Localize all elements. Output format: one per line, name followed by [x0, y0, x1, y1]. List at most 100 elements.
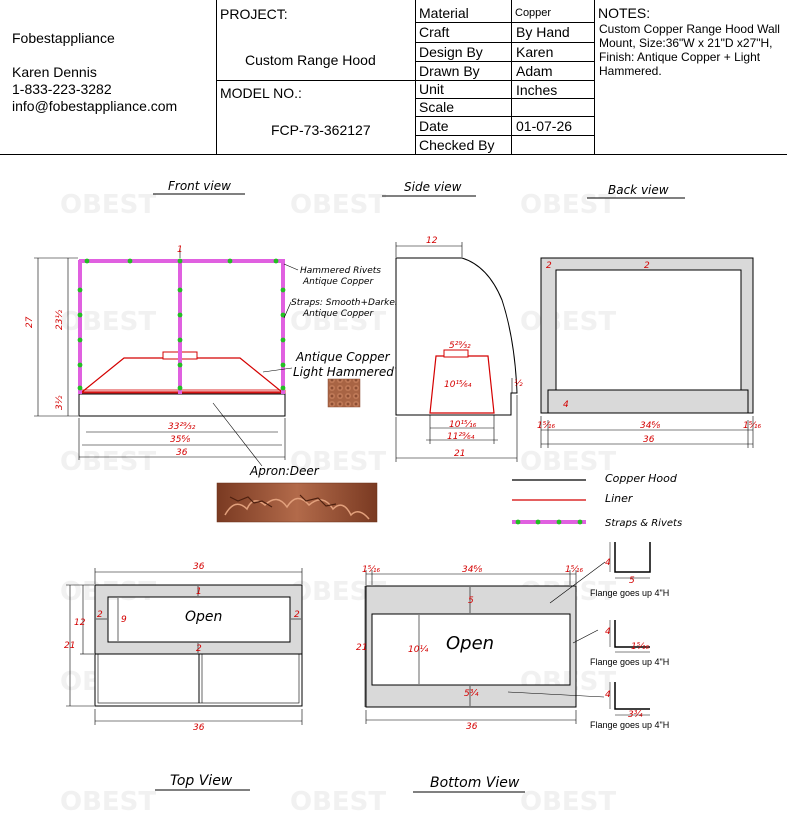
dim-back-mid: 34⁶⁄₈ — [640, 421, 661, 431]
dim-top-depth-inner: 12 — [74, 618, 86, 628]
bottom-open-label: Open — [446, 633, 494, 654]
flange-2-note: Flange goes up 4"H — [590, 657, 669, 667]
drawing-sheet: OBEST OBEST OBEST OBEST OBEST OBEST OBES… — [25, 179, 761, 817]
dim-bottom-front: 5 — [468, 596, 474, 606]
callout-straps: Straps: Smooth+Darker — [291, 298, 400, 308]
callout-rivets: Hammered Rivets — [300, 266, 381, 276]
front-view: 1 27 23½ 3½ 33²⁹⁄₃₂ 35⁶⁄₈ 36 Hammered Ri… — [25, 245, 441, 523]
dim-top-open-d: 9 — [121, 615, 127, 625]
flange-3-height: 4 — [605, 690, 611, 700]
spec-label-material: Material — [419, 5, 469, 21]
rivets — [77, 258, 286, 391]
contact-email: info@fobestappliance.com — [12, 98, 178, 114]
company-name: Fobestappliance — [12, 30, 115, 46]
dim-back-top: 2 — [644, 261, 650, 271]
dim-top-width: 36 — [193, 562, 205, 572]
watermark: OBEST — [520, 447, 616, 477]
legend-straps-label: Straps & Rivets — [605, 518, 682, 529]
dim-top-rail: 1 — [196, 587, 202, 597]
callout-finish-2: Light Hammered — [293, 365, 394, 379]
dim-front-apron: 3½ — [55, 395, 65, 410]
dim-front-height: 27 — [25, 316, 35, 328]
flange-1-width: 5 — [629, 576, 635, 586]
watermark: OBEST — [60, 307, 156, 337]
dim-bottom-left: 1⁵⁄₁₆ — [362, 565, 380, 575]
dim-side-liner-top: 5²⁹⁄₃₂ — [449, 341, 471, 351]
top-open-label: Open — [185, 609, 222, 625]
dim-back-side: 2 — [546, 261, 552, 271]
dim-bottom-open-d: 10¼ — [408, 645, 428, 655]
contact-phone: 1-833-223-3282 — [12, 81, 112, 97]
spec-value-date: 01-07-26 — [516, 118, 573, 134]
top-view: 36 21 12 1 2 9 2 2 36 Open — [64, 562, 303, 733]
spec-value-unit: Inches — [516, 82, 558, 98]
top-view-title: Top View — [170, 773, 233, 789]
dim-front-total: 36 — [176, 448, 188, 458]
apron-deer-swatch — [216, 482, 378, 523]
callout-straps-finish: Antique Copper — [302, 309, 374, 319]
back-view-title: Back view — [608, 183, 669, 197]
project-value: Custom Range Hood — [245, 52, 376, 68]
callout-finish: Antique Copper — [295, 350, 391, 364]
spec-label-unit: Unit — [419, 81, 444, 97]
spec-label-drawn: Drawn By — [419, 63, 480, 79]
dim-top-rail-b: 2 — [196, 644, 202, 654]
dim-bottom-mid: 34⁶⁄₈ — [462, 565, 483, 575]
title-block: Fobestappliance Karen Dennis 1-833-223-3… — [0, 0, 787, 155]
bottom-view: 1⁵⁄₁₆ 34⁶⁄₈ 1⁵⁄₁₆ 21 5 10¼ 5¾ 36 Open — [356, 561, 606, 732]
flange-3-note: Flange goes up 4"H — [590, 720, 669, 730]
dim-bottom-back: 5¾ — [464, 689, 479, 699]
legend: Copper Hood Liner Straps & Rivets — [512, 472, 682, 529]
dim-back-right: 1⁵⁄₁₆ — [743, 421, 761, 431]
side-view-title: Side view — [404, 180, 462, 194]
spec-label-checked: Checked By — [419, 137, 495, 153]
dim-top-bottom-w: 36 — [193, 723, 205, 733]
flange-1-note: Flange goes up 4"H — [590, 588, 669, 598]
dim-side-liner-h: 10¹⁵⁄₆₄ — [444, 380, 472, 390]
dim-front-liner: 35⁶⁄₈ — [170, 435, 191, 445]
flange-2-width: 1⁵⁄₁₆ — [631, 642, 649, 652]
legend-liner-label: Liner — [605, 492, 634, 505]
watermark: OBEST — [60, 447, 156, 477]
watermark: OBEST — [60, 190, 156, 220]
dim-bottom-width: 36 — [466, 722, 478, 732]
watermark: OBEST — [520, 307, 616, 337]
watermark: OBEST — [520, 190, 616, 220]
dim-back-left: 1⁵⁄₁₆ — [537, 421, 555, 431]
watermark: OBEST — [290, 190, 386, 220]
dim-side-top: 12 — [426, 236, 438, 246]
callout-rivets-finish: Antique Copper — [302, 277, 374, 287]
flange-2-height: 4 — [605, 627, 611, 637]
back-view: 2 2 4 1⁵⁄₁₆ 34⁶⁄₈ 1⁵⁄₁₆ 36 — [537, 257, 761, 448]
watermark: OBEST — [290, 787, 386, 817]
flange-3-width: 3¾ — [628, 710, 643, 720]
watermark: OBEST — [520, 787, 616, 817]
spec-label-scale: Scale — [419, 99, 455, 115]
dim-front-inner: 33²⁹⁄₃₂ — [168, 422, 196, 432]
spec-label-date: Date — [419, 118, 449, 134]
project-label: PROJECT: — [220, 6, 288, 22]
side-view: 12 5²⁹⁄₃₂ 10¹⁵⁄₆₄ ½ 10¹⁵⁄₁₆ 11²⁹⁄₆₄ 21 — [395, 236, 523, 462]
spec-value-material: Copper — [515, 7, 552, 19]
spec-value-design: Karen — [516, 44, 554, 60]
dim-side-b1: 10¹⁵⁄₁₆ — [449, 420, 477, 430]
hammered-swatch — [327, 378, 361, 408]
callout-apron: Apron:Deer — [249, 464, 320, 478]
spec-label-craft: Craft — [419, 24, 450, 40]
flange-details: 4 5 Flange goes up 4"H 4 1⁵⁄₁₆ Flange go… — [590, 542, 669, 730]
front-view-title: Front view — [168, 179, 231, 193]
contact-name: Karen Dennis — [12, 64, 97, 80]
dim-side-step: ½ — [514, 379, 523, 389]
dim-bottom-right: 1⁵⁄₁₆ — [565, 565, 583, 575]
model-value: FCP-73-362127 — [271, 122, 371, 138]
spec-label-design: Design By — [419, 44, 483, 60]
notes-label: NOTES: — [598, 5, 651, 21]
model-label: MODEL NO.: — [220, 85, 302, 101]
dim-top-side-l: 2 — [97, 610, 103, 620]
watermark: OBEST — [60, 787, 156, 817]
spec-value-craft: By Hand — [516, 24, 570, 40]
legend-copper-label: Copper Hood — [605, 472, 678, 485]
watermark: OBEST — [290, 307, 386, 337]
dim-back-bottom: 4 — [563, 400, 569, 410]
dim-front-upper: 23½ — [55, 310, 65, 330]
